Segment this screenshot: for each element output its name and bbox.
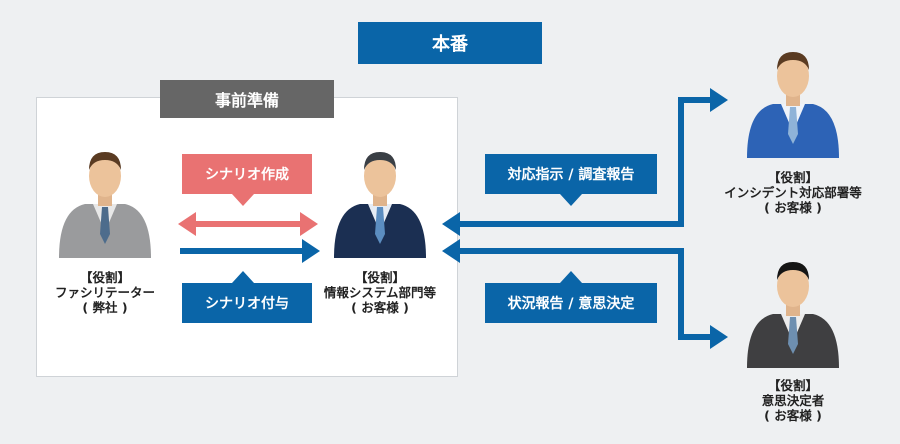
person-name: 情報システム部門等 [323,285,437,300]
incident-dept-figure [747,52,839,158]
person-org: ( 弊社 ) [82,300,128,315]
scenario-create-arrow [178,212,318,236]
person-org: ( お客様 ) [351,300,409,315]
production-label: 本番 [358,22,542,64]
instruct-pointer [560,194,582,206]
person-name: 意思決定者 [761,393,825,408]
incident-dept-caption: 【役割】 インシデント対応部署等 ( お客様 ) [713,170,873,215]
scenario-give-pointer [232,271,254,283]
scenario-give-arrow [180,239,320,263]
scenario-give-label: シナリオ付与 [182,283,312,323]
scenario-create-label: シナリオ作成 [182,154,312,194]
facilitator-figure [59,152,151,258]
role-label: 【役割】 [767,170,818,185]
it-dept-caption: 【役割】 情報システム部門等 ( お客様 ) [310,270,450,315]
instruct-connector [442,88,728,236]
person-name: ファシリテーター [54,285,155,300]
person-org: ( お客様 ) [764,408,822,423]
status-label: 状況報告 / 意思決定 [485,283,657,323]
practice-label: 事前準備 [160,80,334,118]
role-label: 【役割】 [79,270,130,285]
it-dept-figure [334,152,426,258]
status-pointer [560,271,582,283]
facilitator-caption: 【役割】 ファシリテーター ( 弊社 ) [45,270,165,315]
role-label: 【役割】 [354,270,405,285]
role-label: 【役割】 [767,378,818,393]
decision-maker-caption: 【役割】 意思決定者 ( お客様 ) [733,378,853,423]
status-connector [442,239,728,349]
person-org: ( お客様 ) [764,200,822,215]
person-name: インシデント対応部署等 [724,185,862,200]
scenario-create-pointer [232,194,254,206]
instruct-label: 対応指示 / 調査報告 [485,154,657,194]
decision-maker-figure [747,262,839,368]
